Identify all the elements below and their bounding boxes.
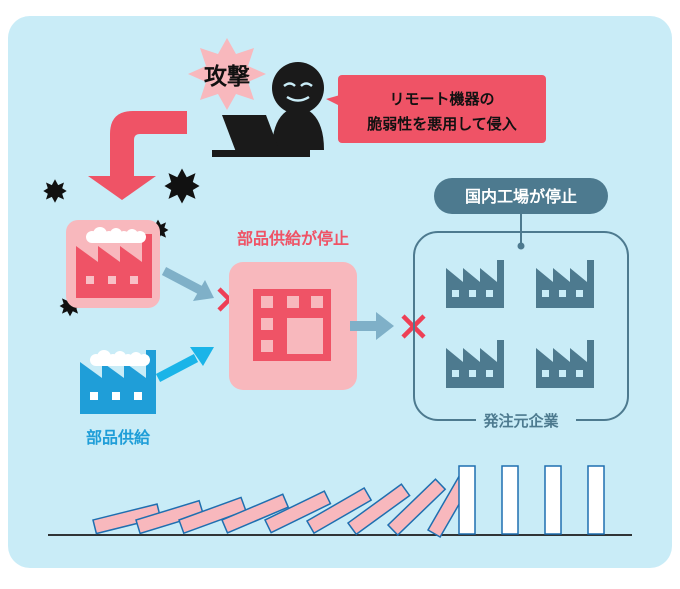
domino-row <box>92 465 605 539</box>
domestic-halted-badge <box>434 178 608 214</box>
fallen-domino <box>386 478 447 537</box>
standing-domino <box>587 465 605 535</box>
supply-arrow-icon <box>155 347 214 382</box>
attack-callout <box>326 75 546 143</box>
standing-domino <box>458 465 476 535</box>
halted-arrow-icon <box>350 312 394 340</box>
fallen-domino <box>135 499 205 535</box>
supplier-label: 部品供給 <box>86 428 151 447</box>
standing-domino <box>544 465 562 535</box>
fallen-domino <box>178 496 247 535</box>
halted-arrow-icon <box>161 267 214 301</box>
parts-halted-label: 部品供給が停止 <box>237 229 349 248</box>
attack-burst-icon <box>188 38 266 110</box>
fallen-domino <box>346 483 411 536</box>
hacker-with-laptop-icon <box>212 62 324 157</box>
callout-line-1: リモート機器の <box>389 90 494 108</box>
fallen-domino <box>92 503 162 535</box>
ordering-company-label: 発注元企業 <box>482 412 559 430</box>
callout-line-2: 脆弱性を悪用して侵入 <box>367 115 517 133</box>
standing-domino <box>501 465 519 535</box>
fallen-domino <box>221 493 290 534</box>
fallen-domino <box>263 490 332 534</box>
attack-label: 攻撃 <box>204 63 250 90</box>
office-building-icon <box>253 289 331 361</box>
domestic-halted-label: 国内工場が停止 <box>465 187 577 206</box>
fallen-domino <box>305 486 373 535</box>
attack-arrow-icon <box>88 111 187 200</box>
